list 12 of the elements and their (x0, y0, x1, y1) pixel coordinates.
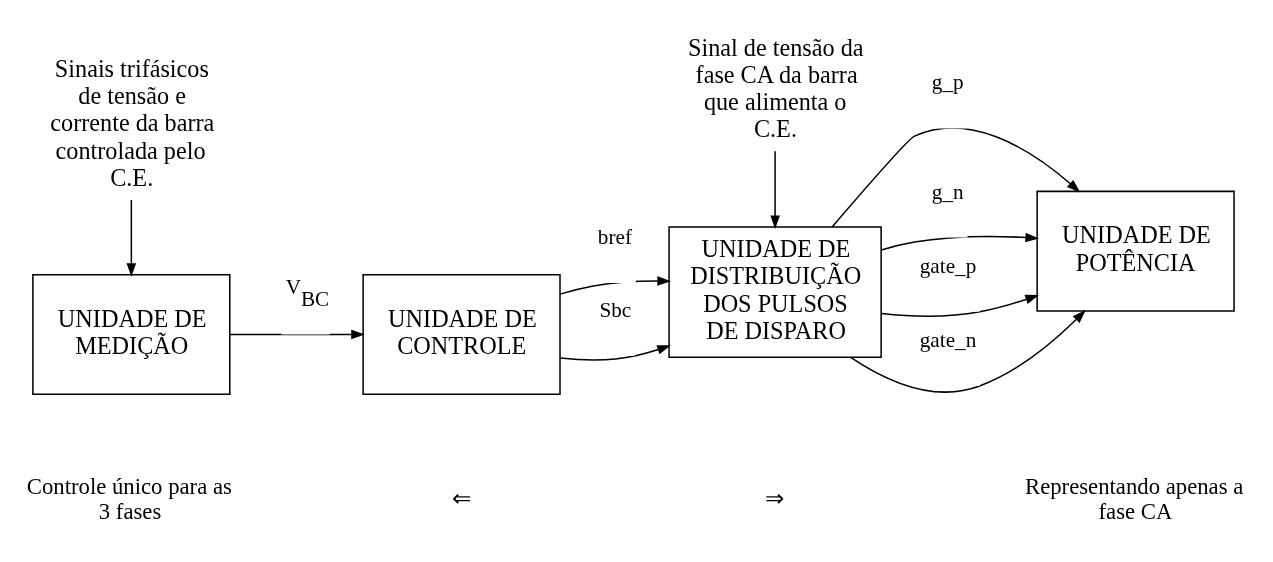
edge-label: bref (597, 224, 632, 249)
node-text: Sinal de tensão da fase CA da barra que alimenta o C.E. (688, 33, 864, 142)
label: ⇐ (451, 485, 471, 511)
label: Representando apenas a fase CA (1025, 473, 1244, 524)
label: ⇒ (765, 485, 785, 511)
edge-label: gate_p (919, 253, 977, 278)
edge-label: g_p (931, 69, 964, 94)
edge-label: g_n (931, 178, 964, 203)
node-text: Sinais trifásicos de tensão e corrente da barra controlada pelo C.E. (50, 54, 215, 191)
label: Controle único para as 3 fases (26, 473, 232, 524)
edge-label: Sbc (599, 297, 632, 322)
edge-label: gate_n (919, 327, 977, 352)
